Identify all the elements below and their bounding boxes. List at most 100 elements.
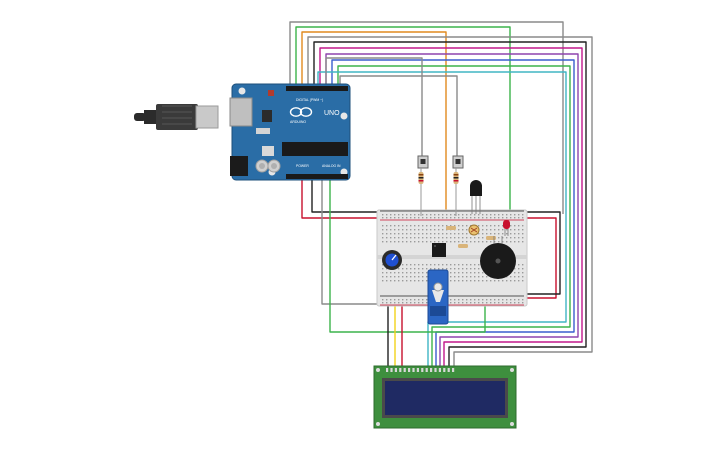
- breadboard-hole: [398, 302, 400, 304]
- breadboard-hole: [462, 302, 464, 304]
- breadboard-hole: [402, 225, 404, 227]
- breadboard-hole: [430, 237, 432, 239]
- temperature-sensor: [470, 180, 482, 214]
- breadboard-hole: [406, 272, 408, 274]
- breadboard-hole: [386, 233, 388, 235]
- breadboard-hole: [394, 241, 396, 243]
- breadboard-hole: [422, 264, 424, 266]
- breadboard-hole: [426, 302, 428, 304]
- potentiometer: [382, 250, 402, 270]
- breadboard-hole: [490, 299, 492, 301]
- breadboard-hole: [386, 276, 388, 278]
- breadboard-hole: [426, 229, 428, 231]
- breadboard-hole: [410, 264, 412, 266]
- breadboard-hole: [506, 214, 508, 216]
- breadboard-hole: [418, 268, 420, 270]
- breadboard-hole: [470, 276, 472, 278]
- breadboard-hole: [422, 214, 424, 216]
- wire-red-2: [522, 217, 557, 299]
- breadboard-hole: [434, 237, 436, 239]
- breadboard-hole: [462, 214, 464, 216]
- breadboard-hole: [482, 229, 484, 231]
- led: [503, 220, 510, 236]
- lcd-pin: [416, 368, 419, 372]
- breadboard-hole: [486, 229, 488, 231]
- lcd-pin: [443, 368, 446, 372]
- breadboard-hole: [450, 272, 452, 274]
- breadboard-hole: [518, 302, 520, 304]
- breadboard-hole: [470, 214, 472, 216]
- breadboard-hole: [410, 268, 412, 270]
- breadboard-hole: [470, 299, 472, 301]
- breadboard-hole: [418, 241, 420, 243]
- breadboard-hole: [414, 280, 416, 282]
- breadboard-hole: [426, 299, 428, 301]
- lcd-pin: [399, 368, 402, 372]
- breadboard-hole: [462, 229, 464, 231]
- breadboard-hole: [442, 264, 444, 266]
- breadboard-hole: [430, 241, 432, 243]
- piezo-buzzer: [480, 236, 516, 279]
- breadboard-hole: [518, 299, 520, 301]
- breadboard-hole: [486, 299, 488, 301]
- breadboard-hole: [494, 229, 496, 231]
- breadboard-hole: [434, 264, 436, 266]
- breadboard-hole: [422, 241, 424, 243]
- breadboard-hole: [458, 299, 460, 301]
- breadboard-hole: [418, 217, 420, 219]
- breadboard-hole: [426, 233, 428, 235]
- breadboard-hole: [390, 225, 392, 227]
- breadboard-hole: [414, 264, 416, 266]
- breadboard-hole: [482, 225, 484, 227]
- breadboard-hole: [506, 241, 508, 243]
- breadboard-hole: [426, 268, 428, 270]
- breadboard-hole: [410, 272, 412, 274]
- breadboard-hole: [426, 264, 428, 266]
- breadboard-hole: [458, 276, 460, 278]
- breadboard-hole: [450, 264, 452, 266]
- breadboard-hole: [418, 229, 420, 231]
- breadboard-hole: [502, 225, 504, 227]
- breadboard-hole: [522, 268, 524, 270]
- breadboard-hole: [462, 241, 464, 243]
- breadboard-hole: [434, 268, 436, 270]
- breadboard-hole: [474, 302, 476, 304]
- breadboard-hole: [506, 302, 508, 304]
- breadboard-hole: [490, 229, 492, 231]
- breadboard-hole: [450, 241, 452, 243]
- breadboard-hole: [490, 302, 492, 304]
- breadboard-hole: [510, 237, 512, 239]
- breadboard-hole: [442, 233, 444, 235]
- breadboard-hole: [410, 217, 412, 219]
- breadboard-hole: [382, 299, 384, 301]
- resistor: [453, 168, 459, 216]
- breadboard-hole: [478, 264, 480, 266]
- breadboard-hole: [450, 299, 452, 301]
- breadboard-hole: [442, 237, 444, 239]
- breadboard-hole: [486, 233, 488, 235]
- breadboard-hole: [446, 268, 448, 270]
- breadboard-hole: [490, 214, 492, 216]
- breadboard-hole: [450, 237, 452, 239]
- breadboard-hole: [390, 214, 392, 216]
- breadboard-hole: [406, 280, 408, 282]
- breadboard-hole: [386, 217, 388, 219]
- breadboard-hole: [506, 229, 508, 231]
- integrated-circuit: [432, 243, 446, 257]
- breadboard-hole: [398, 225, 400, 227]
- breadboard-hole: [498, 233, 500, 235]
- breadboard-hole: [418, 302, 420, 304]
- breadboard-hole: [386, 214, 388, 216]
- lcd-pin: [408, 368, 411, 372]
- breadboard-hole: [450, 276, 452, 278]
- breadboard-hole: [466, 264, 468, 266]
- breadboard-hole: [462, 233, 464, 235]
- breadboard-hole: [462, 217, 464, 219]
- breadboard-hole: [434, 225, 436, 227]
- arduino-uno: UNO ARDUINO DIGITAL (PWM ~) POWER ANALOG…: [229, 83, 351, 181]
- breadboard-hole: [438, 217, 440, 219]
- breadboard-hole: [406, 276, 408, 278]
- breadboard-hole: [474, 237, 476, 239]
- breadboard-hole: [522, 241, 524, 243]
